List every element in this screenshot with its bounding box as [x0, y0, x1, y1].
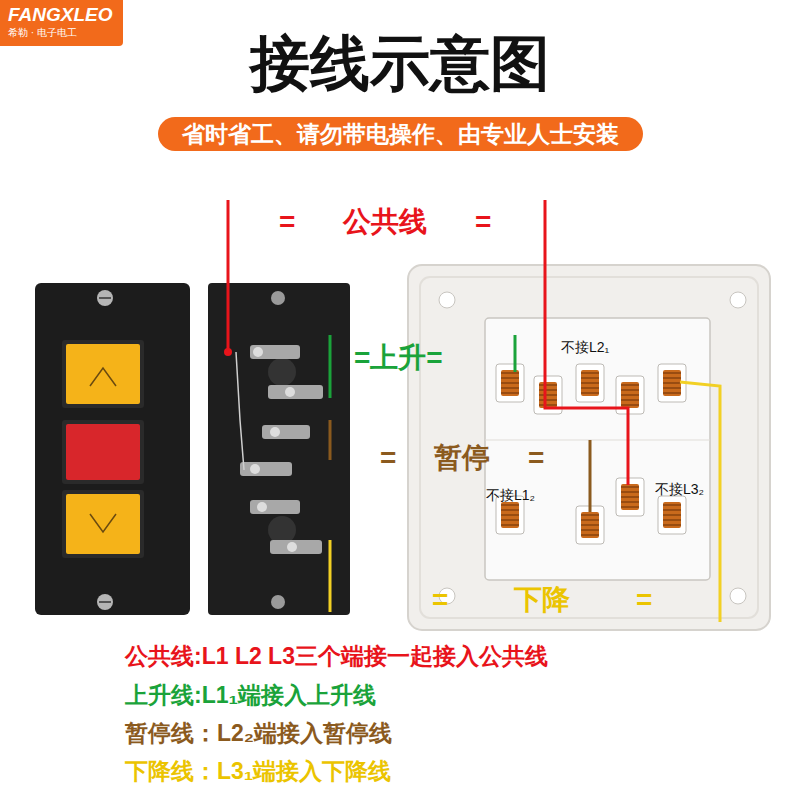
warning-text: 省时省工、请勿带电操作、由专业人士安装: [182, 117, 619, 151]
wiring-note: 公共线:L1 L2 L3三个端接一起接入公共线: [125, 642, 548, 671]
warning-banner: 省时省工、请勿带电操作、由专业人士安装: [158, 117, 643, 151]
brand-name: FANGXLEO: [8, 4, 113, 26]
wire-label: = 公共线 =: [279, 204, 491, 239]
title: 接线示意图: [250, 28, 550, 100]
brand-subtitle: 希勒 · 电子电工: [8, 26, 113, 40]
wire-label: = 下降 =: [432, 582, 652, 617]
wire-label: = 暂停 =: [380, 440, 544, 475]
wiring-note: 下降线：L3₁端接入下降线: [125, 757, 391, 786]
wiring-note: 暂停线：L2₂端接入暂停线: [125, 719, 392, 748]
terminal-note: 不接L2₁: [561, 338, 609, 356]
wiring-note: 上升线:L1₁端接入上升线: [125, 681, 376, 710]
terminal-note: 不接L3₂: [655, 480, 704, 498]
terminal-note: 不接L1₂: [486, 486, 535, 504]
logo-box: FANGXLEO希勒 · 电子电工: [0, 0, 123, 46]
wire-label: =上升=: [354, 340, 443, 375]
